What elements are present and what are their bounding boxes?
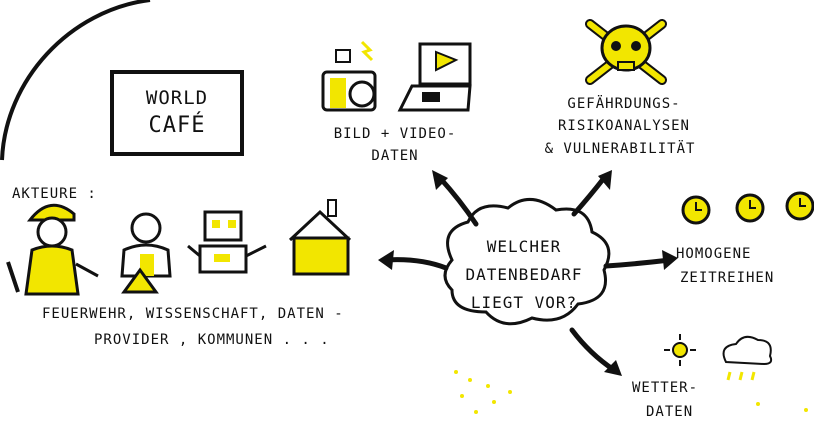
camera-icon [321,40,377,112]
world-cafe-line1: WORLD [146,87,208,109]
arrow-to-wetter [569,327,617,373]
skull-crossbones-icon [585,19,667,85]
bild-label-line1: BILD + VIDEO- [334,126,457,142]
world-cafe-board: WORLD CAFÉ [110,70,244,156]
wetter-label-line2: DATEN [646,404,693,420]
actors-list-line2: PROVIDER , KOMMUNEN . . . [94,332,330,348]
actors-label: AKTEURE : [12,186,97,202]
scientist-figure [120,212,172,294]
arrow-to-actors [383,257,449,271]
arrow-to-risk [571,175,607,217]
arrow-to-zeit [603,257,673,269]
bild-label-line2: DATEN [371,148,418,164]
question-line2: DATENBEDARF [466,265,583,284]
actors-list-line1: FEUERWEHR, WISSENSCHAFT, DATEN - [42,306,344,322]
robot-figure [187,210,267,274]
corner-swoosh-line [0,0,151,161]
world-cafe-line2: CAFÉ [149,112,206,138]
arrow-to-bild [437,175,479,227]
risk-label-line1: GEFÄHRDUNGS- [567,94,680,112]
laptop-icon [397,42,472,112]
risk-label-line3: & VULNERABILITÄT [545,139,696,157]
risk-label-line2: RISIKOANALYSEN [558,118,690,134]
firefighter-figure [6,203,99,296]
question-line3: LIEGT VOR? [471,293,577,312]
sun-icon [664,334,696,366]
rain-cloud-icon [722,335,773,381]
wetter-label-line1: WETTER- [632,380,698,396]
zeit-label-line2: ZEITREIHEN [680,270,774,286]
decorative-dots [454,370,808,414]
clock-icons [681,191,814,225]
zeit-label-line1: HOMOGENE [676,246,751,262]
question-cloud [443,198,611,326]
question-line1: WELCHER [487,237,561,256]
house-figure [288,199,352,276]
